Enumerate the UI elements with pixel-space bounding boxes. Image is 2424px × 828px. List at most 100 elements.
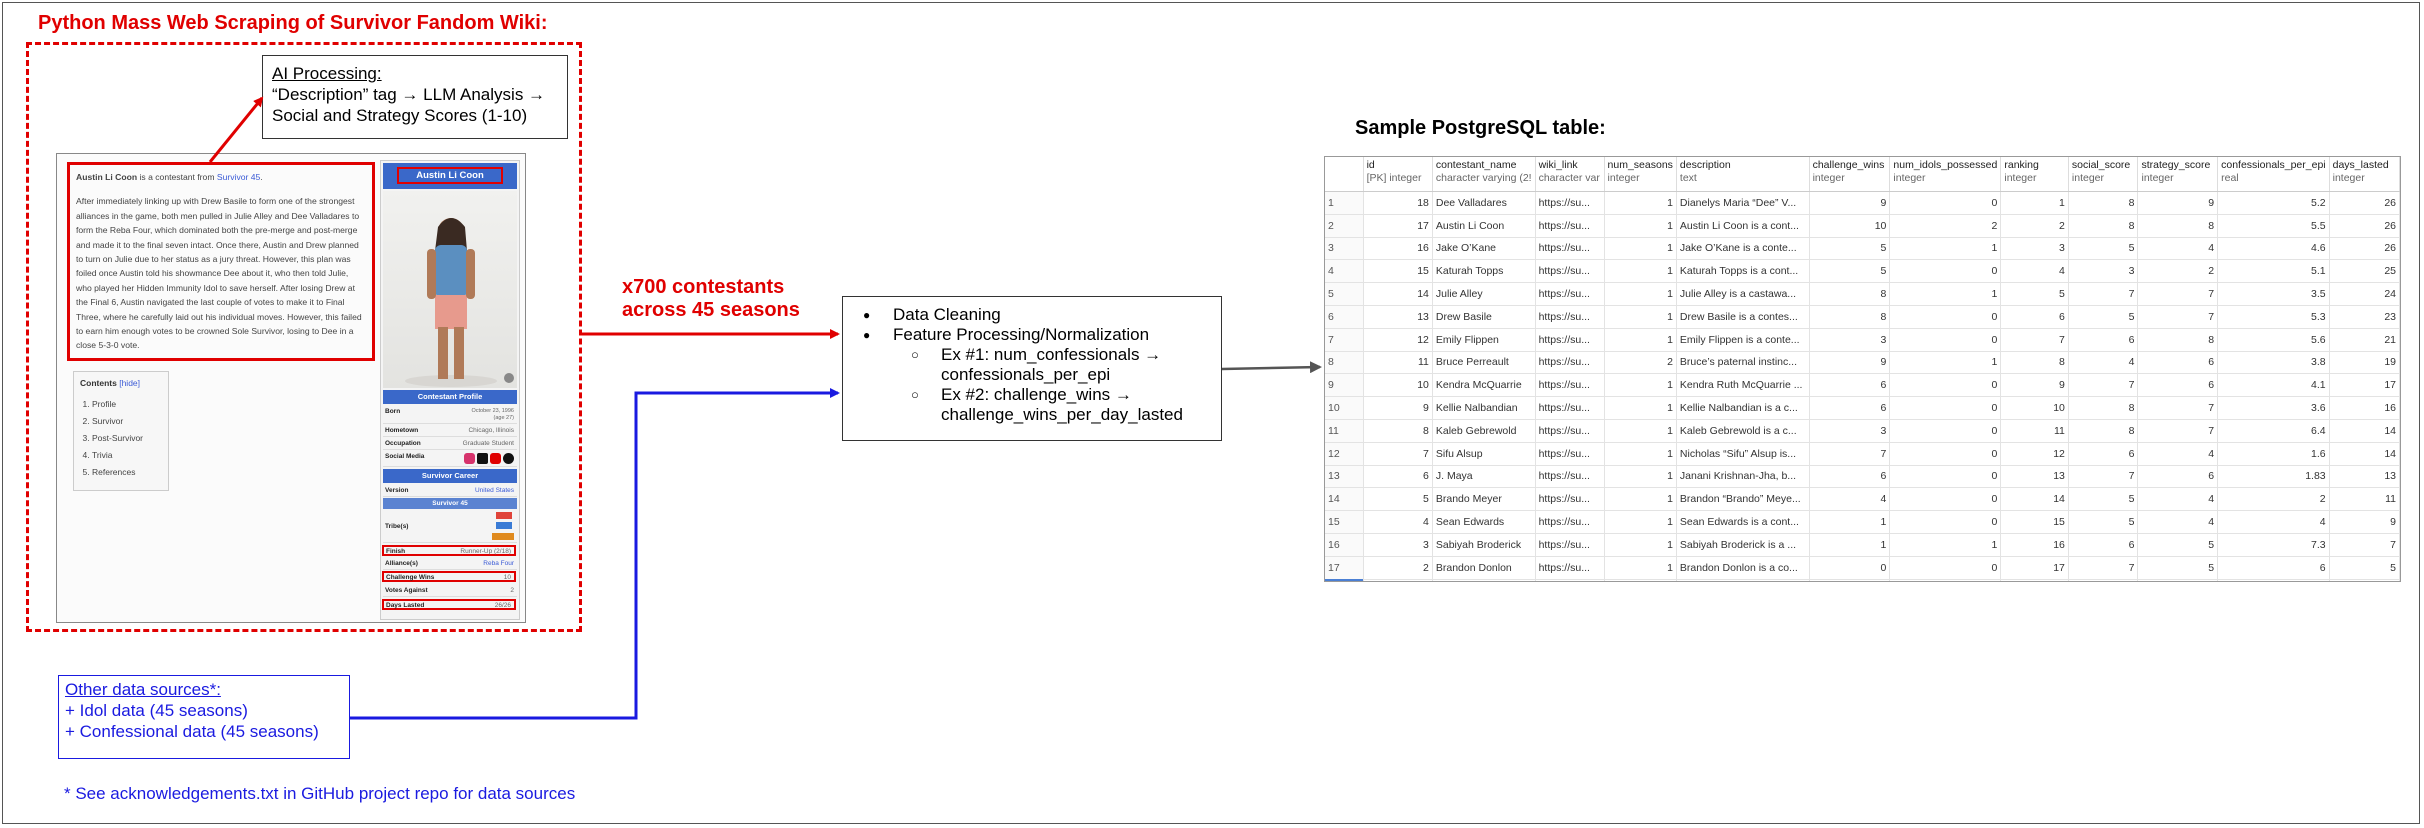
row-number[interactable]: 13 bbox=[1325, 465, 1364, 489]
table-cell[interactable]: 2 bbox=[2217, 487, 2330, 512]
table-cell[interactable]: https://su... bbox=[1535, 351, 1605, 375]
table-cell[interactable]: 4 bbox=[2137, 442, 2219, 466]
table-cell[interactable]: 8 bbox=[1809, 282, 1891, 306]
table-cell[interactable]: 21 bbox=[2329, 328, 2400, 352]
table-cell[interactable]: 7 bbox=[2137, 282, 2219, 306]
table-cell[interactable]: Sabiyah Broderick is a ... bbox=[1676, 533, 1810, 557]
table-cell[interactable]: 1 bbox=[1889, 237, 2002, 261]
table-cell[interactable]: 6 bbox=[1809, 373, 1891, 398]
table-cell[interactable]: 3 bbox=[1809, 419, 1891, 443]
table-cell[interactable]: 6 bbox=[2137, 373, 2219, 398]
wiki-contents-item[interactable]: References bbox=[92, 464, 162, 481]
table-cell[interactable]: 12 bbox=[1363, 328, 1433, 352]
table-cell[interactable]: Brandon Donlon bbox=[1432, 556, 1536, 580]
table-cell[interactable]: 5.2 bbox=[2217, 191, 2330, 215]
table-cell[interactable]: Bruce Perreault bbox=[1432, 351, 1536, 375]
table-cell[interactable]: Austin Li Coon bbox=[1432, 214, 1536, 238]
table-cell[interactable]: https://su... bbox=[1535, 259, 1605, 284]
table-cell[interactable]: https://su... bbox=[1535, 419, 1605, 443]
table-cell[interactable]: 12 bbox=[2000, 442, 2069, 466]
table-cell[interactable]: 11 bbox=[2000, 419, 2069, 443]
table-cell[interactable]: 1 bbox=[1604, 510, 1677, 534]
row-number[interactable]: 18 bbox=[1325, 579, 1364, 581]
table-cell[interactable]: 13 bbox=[2000, 465, 2069, 489]
table-cell[interactable]: https://su... bbox=[1535, 533, 1605, 557]
table-cell[interactable]: https://su... bbox=[1535, 282, 1605, 306]
table-cell[interactable]: Dee Valladares bbox=[1432, 191, 1536, 215]
table-cell[interactable]: 4 bbox=[2137, 237, 2219, 261]
table-cell[interactable]: Dianelys Maria “Dee” V... bbox=[1676, 191, 1810, 215]
table-cell[interactable]: 5 bbox=[2068, 305, 2139, 329]
table-cell[interactable]: Sean Edwards is a cont... bbox=[1676, 510, 1810, 534]
table-cell[interactable]: Brando Meyer bbox=[1432, 487, 1536, 512]
row-number[interactable]: 2 bbox=[1325, 214, 1364, 238]
table-cell[interactable]: 1 bbox=[1604, 305, 1677, 329]
table-cell[interactable]: https://su... bbox=[1535, 442, 1605, 466]
table-cell[interactable]: Kaleb Gebrewold is a c... bbox=[1676, 419, 1810, 443]
table-cell[interactable]: 8 bbox=[2068, 396, 2139, 420]
table-cell[interactable]: 2 bbox=[2137, 259, 2219, 284]
table-cell[interactable]: 1 bbox=[1604, 259, 1677, 284]
table-cell[interactable]: 26 bbox=[2329, 191, 2400, 215]
row-number[interactable]: 6 bbox=[1325, 305, 1364, 329]
table-cell[interactable]: https://su... bbox=[1535, 465, 1605, 489]
table-cell[interactable]: 6.4 bbox=[2217, 419, 2330, 443]
table-cell[interactable]: 5.1 bbox=[2217, 259, 2330, 284]
table-cell[interactable]: 1 bbox=[1604, 191, 1677, 215]
wiki-contents-item[interactable]: Survivor bbox=[92, 413, 162, 430]
table-cell[interactable]: 18 bbox=[2000, 579, 2069, 581]
table-cell[interactable]: Jake O’Kane bbox=[1432, 237, 1536, 261]
table-cell[interactable]: 5 bbox=[2068, 579, 2139, 581]
table-cell[interactable]: Sifu Alsup bbox=[1432, 442, 1536, 466]
table-cell[interactable]: 16 bbox=[1363, 237, 1433, 261]
table-cell[interactable]: 0 bbox=[1889, 442, 2002, 466]
table-cell[interactable]: 8 bbox=[2137, 214, 2219, 238]
table-cell[interactable]: 0 bbox=[1889, 328, 2002, 352]
table-cell[interactable]: 26 bbox=[2329, 214, 2400, 238]
table-cell[interactable]: 3 bbox=[2068, 259, 2139, 284]
row-number[interactable]: 4 bbox=[1325, 259, 1364, 284]
table-cell[interactable]: 1 bbox=[2000, 191, 2069, 215]
table-cell[interactable]: 0 bbox=[1889, 396, 2002, 420]
table-cell[interactable]: 6 bbox=[2068, 533, 2139, 557]
table-cell[interactable]: 0 bbox=[1809, 556, 1891, 580]
table-cell[interactable]: https://su... bbox=[1535, 510, 1605, 534]
table-cell[interactable]: 5 bbox=[2329, 556, 2400, 580]
table-cell[interactable]: 6 bbox=[2217, 556, 2330, 580]
table-cell[interactable]: 1 bbox=[1604, 465, 1677, 489]
table-cell[interactable]: 0 bbox=[1889, 556, 2002, 580]
table-cell[interactable]: 8 bbox=[2068, 214, 2139, 238]
table-cell[interactable]: 3 bbox=[2000, 237, 2069, 261]
table-cell[interactable]: 1 bbox=[1604, 214, 1677, 238]
table-cell[interactable]: 0 bbox=[1889, 487, 2002, 512]
table-cell[interactable]: 13 bbox=[1363, 305, 1433, 329]
table-cell[interactable]: Kaleb Gebrewold bbox=[1432, 419, 1536, 443]
table-cell[interactable]: 0 bbox=[1889, 465, 2002, 489]
table-cell[interactable]: 3.5 bbox=[2217, 282, 2330, 306]
table-cell[interactable]: 5.5 bbox=[2217, 214, 2330, 238]
table-cell[interactable]: 16 bbox=[2329, 396, 2400, 420]
table-cell[interactable]: 7 bbox=[2068, 556, 2139, 580]
table-cell[interactable]: 0 bbox=[1889, 305, 2002, 329]
row-number[interactable]: 1 bbox=[1325, 191, 1364, 215]
table-cell[interactable]: 1 bbox=[1604, 282, 1677, 306]
row-number[interactable]: 11 bbox=[1325, 419, 1364, 443]
table-cell[interactable]: Brandon “Brando” Meye... bbox=[1676, 487, 1810, 512]
table-cell[interactable]: 9 bbox=[1363, 396, 1433, 420]
table-cell[interactable]: 6 bbox=[1363, 465, 1433, 489]
table-cell[interactable]: 16 bbox=[2000, 533, 2069, 557]
table-cell[interactable]: 9 bbox=[2329, 510, 2400, 534]
